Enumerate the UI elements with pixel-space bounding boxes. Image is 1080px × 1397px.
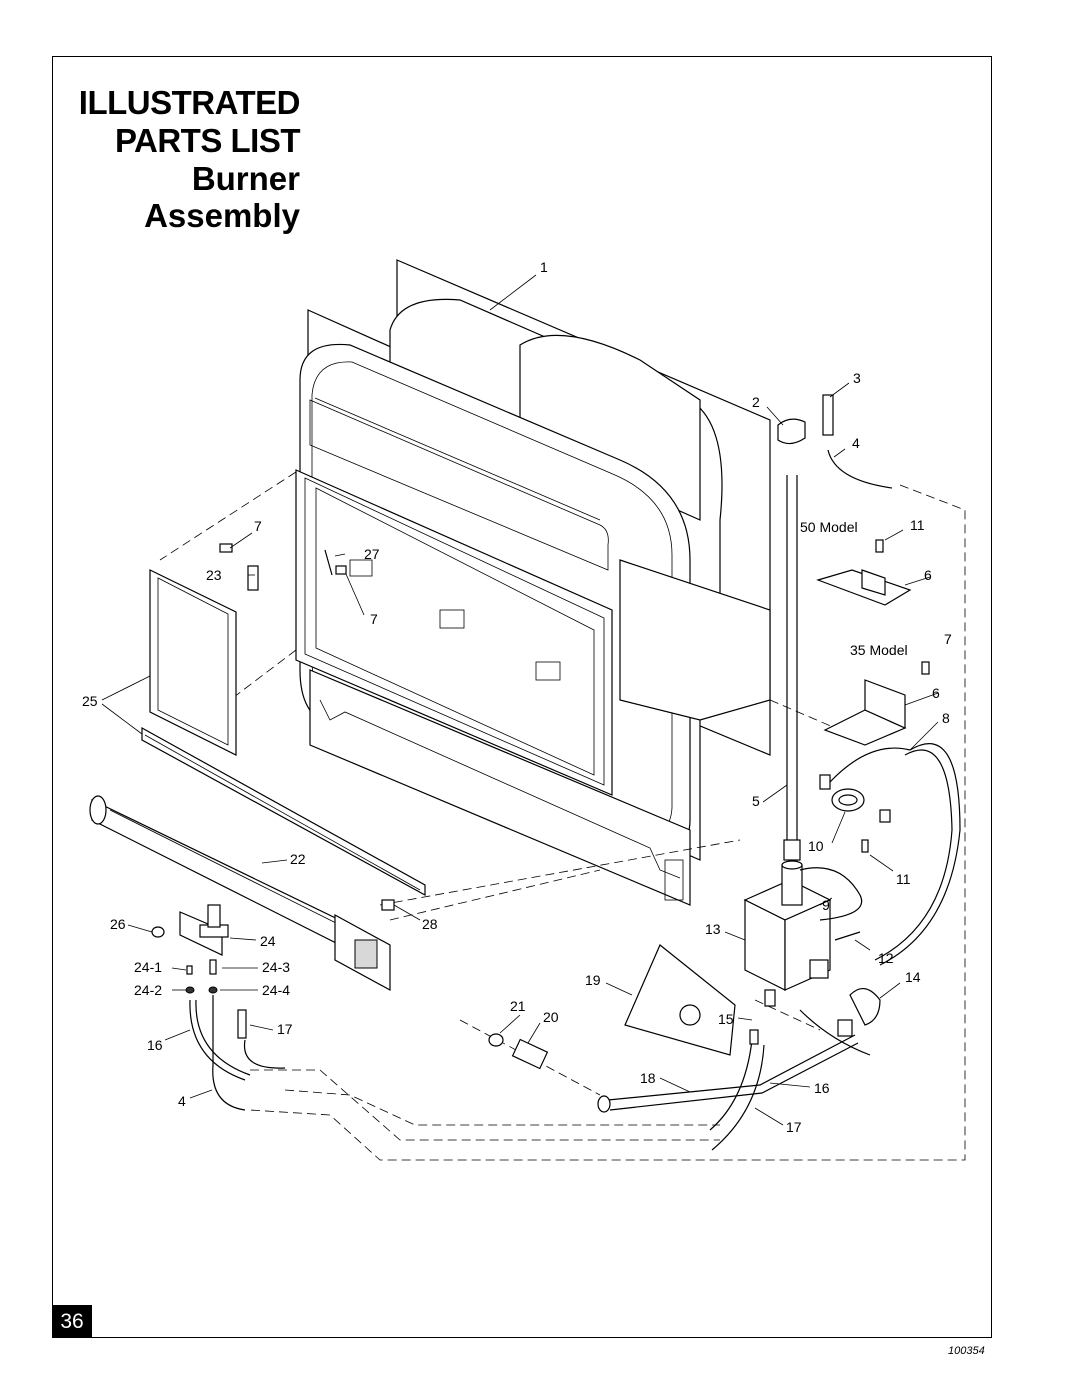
callout-28: 28 [422,916,438,932]
callout-24-3: 24-3 [262,959,290,975]
drawing-id: 100354 [948,1345,985,1357]
burner-tube [89,795,391,992]
callout-13: 13 [705,921,721,937]
callout-5: 5 [752,793,760,809]
callout-3: 3 [853,370,861,386]
pilot-assembly [151,904,247,1065]
page-number: 36 [52,1305,92,1338]
callout-1: 1 [540,259,548,275]
callout-19: 19 [585,972,601,988]
callout-16: 16 [147,1037,163,1053]
title-line-3: Burner [191,160,300,197]
title-line-2: PARTS LIST [114,122,301,159]
glass-panel [149,569,237,756]
callout-6: 6 [924,567,932,583]
callout-15: 15 [718,1011,734,1027]
thermal-switch [819,743,961,966]
callout-12: 12 [878,950,894,966]
callout-27: 27 [364,546,380,562]
supply-tubing [597,988,881,1151]
callout-24-2: 24-2 [134,982,162,998]
callout-24-1: 24-1 [134,959,162,975]
callout-7: 7 [254,518,262,534]
callout-26: 26 [110,916,126,932]
callout-20: 20 [543,1009,559,1025]
callout-14: 14 [905,969,921,985]
callout-2: 2 [752,394,760,410]
gas-valve [743,860,863,991]
heat-shield [624,944,736,1056]
callout-18: 18 [640,1070,656,1086]
callout-11: 11 [910,517,925,533]
callout-24-4: 24-4 [262,982,290,998]
bracket-50-model [816,539,912,606]
piezo-rod [777,394,893,861]
left-tubing [189,999,286,1111]
callout-labels: 1 2 3 4 7 27 23 7 50 Model 11 6 35 Model… [82,259,952,1135]
callout-17: 17 [277,1021,293,1037]
callout-7b: 7 [370,611,378,627]
callout-21: 21 [510,998,526,1014]
callout-leaders [101,274,939,1126]
callout-7c: 7 [944,631,952,647]
model-50-label: 50 Model [800,519,858,535]
callout-23: 23 [206,567,222,583]
fasteners [219,543,395,911]
callout-17b: 17 [786,1119,802,1135]
callout-10: 10 [808,838,824,854]
title-line-1: ILLUSTRATED [78,84,301,121]
assembly-dashed-leaders [159,471,966,1161]
model-35-label: 35 Model [850,642,908,658]
callout-16b: 16 [814,1080,830,1096]
callout-9: 9 [822,897,830,913]
page-title: ILLUSTRATED PARTS LIST Burner Assembly [78,84,301,234]
callout-6b: 6 [932,685,940,701]
callout-8: 8 [942,710,950,726]
callout-4b: 4 [178,1093,186,1109]
bracket-35-model [823,661,930,746]
callout-25: 25 [82,693,98,709]
callout-24: 24 [260,933,276,949]
callout-4: 4 [852,435,860,451]
page-frame [52,56,992,1338]
heat-exchanger-assembly [295,259,771,906]
callout-11b: 11 [896,871,911,887]
callout-22: 22 [290,851,306,867]
inlet-fittings [488,1033,549,1070]
title-line-4: Assembly [144,197,300,234]
glass-retainer-strip [141,726,426,897]
